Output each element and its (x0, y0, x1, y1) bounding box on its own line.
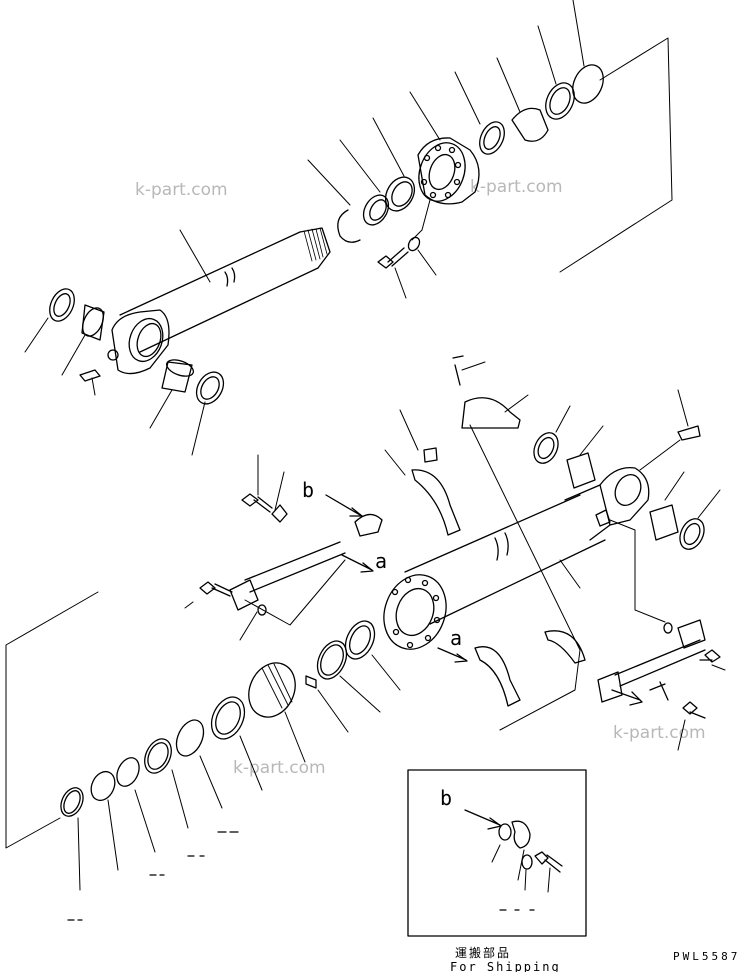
tube-flange (383, 574, 447, 650)
set-screw (305, 675, 317, 689)
ring (175, 719, 205, 757)
rod-eye (111, 309, 170, 375)
drawing-code: PWL5587 (673, 950, 740, 963)
arrow-a (341, 554, 374, 573)
pipe-flange (229, 579, 259, 611)
rod-eye-bushings (24, 288, 225, 456)
clamp-upper (461, 397, 521, 429)
group-bracket (5, 591, 99, 849)
rod-seal-set (307, 117, 416, 243)
inset-caption-jp: 運搬部品 (455, 945, 511, 960)
callout-arrows (325, 494, 643, 706)
grease-port (107, 349, 119, 361)
arrow-b (464, 809, 502, 830)
grease-fitting (79, 369, 101, 382)
ring (144, 738, 172, 774)
head-bolt (377, 236, 437, 299)
bushing (566, 452, 596, 489)
bushing (511, 107, 549, 142)
flange-bolts (184, 454, 726, 751)
ring (344, 620, 376, 660)
pipe-elbow (354, 513, 383, 537)
callout-dashes (67, 831, 535, 921)
group-bracket (559, 37, 673, 273)
pipe-clamps (384, 355, 586, 731)
pipe-head-side (614, 639, 706, 687)
clip (511, 820, 531, 849)
clamp-lower (474, 646, 521, 707)
callout-b: b (440, 786, 452, 810)
snap-ring (60, 787, 84, 817)
piston-rod (119, 231, 319, 353)
ring (545, 82, 575, 120)
pipe-flange (597, 671, 623, 703)
tube-eye (614, 473, 642, 507)
rod-break (224, 267, 236, 287)
cap (498, 823, 512, 841)
o-ring-small (257, 604, 267, 616)
dust-seal (679, 518, 705, 550)
cylinder-tube (383, 466, 650, 650)
washer (521, 854, 533, 870)
inset-frame (407, 769, 587, 937)
dust-seal (49, 288, 75, 322)
ring (362, 194, 390, 226)
o-ring-small (663, 622, 673, 634)
ring (210, 696, 246, 740)
piston-rod-assembly (107, 227, 331, 375)
arrow-a (437, 647, 468, 663)
callout-a: a (375, 549, 387, 573)
rod-thread (299, 227, 331, 269)
o-ring (572, 64, 604, 104)
watermark: k-part.com (470, 177, 563, 197)
cylinder-head (409, 91, 480, 241)
bolt (534, 851, 563, 873)
callout-a: a (450, 626, 462, 650)
arrow-shipping (611, 689, 643, 706)
inset-caption-en: For Shipping (450, 960, 561, 972)
snap-ring (337, 209, 361, 243)
clamp-mid (411, 469, 461, 536)
piston (248, 662, 296, 718)
pipe-rod-side (244, 541, 346, 593)
ring (384, 176, 416, 212)
tube-eye-bushings (533, 389, 721, 550)
bushing (649, 504, 679, 541)
tube-break (494, 532, 509, 561)
watermark: k-part.com (135, 180, 228, 200)
callout-b: b (302, 478, 314, 502)
piston-seal-set (60, 620, 401, 891)
tube-body (404, 494, 606, 625)
hydraulic-pipes (229, 513, 706, 703)
shipping-inset (407, 769, 587, 937)
clamp-lower-2 (544, 630, 586, 664)
ring (116, 757, 140, 787)
bushing (161, 361, 193, 393)
dust-seal (195, 371, 225, 405)
arrow-b (325, 494, 363, 517)
tube-collar (564, 484, 611, 541)
watermark: k-part.com (613, 723, 706, 743)
watermark: k-part.com (233, 758, 326, 778)
washer (407, 236, 421, 252)
grease-fitting (677, 425, 701, 441)
head-seal-set (454, 0, 604, 155)
o-ring (90, 770, 116, 802)
ring (316, 640, 348, 680)
